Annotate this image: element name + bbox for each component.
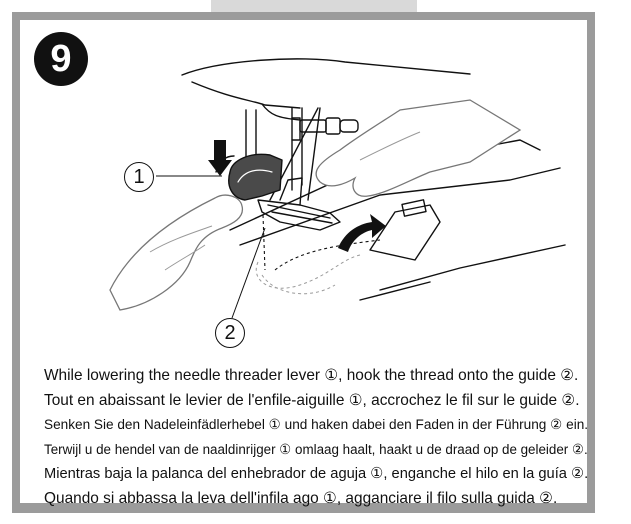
step-number-badge: 9 [34, 32, 88, 86]
callout-2: 2 [215, 318, 245, 348]
callout-1: 1 [124, 162, 154, 192]
caption-english: While lowering the needle threader lever… [44, 367, 579, 384]
presser-foot [257, 199, 341, 231]
right-hand [315, 99, 522, 197]
instruction-panel [12, 12, 595, 513]
caption-italian: Quando si abbassa la leva dell'infila ag… [44, 489, 558, 507]
left-hand [109, 194, 244, 311]
header-tab [211, 0, 417, 12]
caption-french: Tout en abaissant le levier de l'enfile-… [44, 391, 580, 409]
needle-threader-lever [228, 153, 283, 201]
instruction-captions: While lowering the needle threader lever… [44, 364, 594, 511]
down-arrow-icon [208, 140, 232, 176]
caption-spanish: Mientras baja la palanca del enhebrador … [44, 465, 589, 482]
caption-german: Senken Sie den Nadeleinfädlerhebel ① und… [44, 417, 589, 433]
bobbin-cover [369, 204, 441, 261]
curved-arrow-icon [338, 214, 386, 252]
machine-head-edge [181, 58, 471, 76]
caption-dutch: Terwijl u de hendel van de naaldinrijger… [44, 441, 588, 458]
thread-path [262, 214, 266, 271]
leader-line-2 [231, 227, 266, 319]
needle-threader-illustration [109, 58, 566, 319]
needle-clamp-screw [299, 119, 327, 133]
